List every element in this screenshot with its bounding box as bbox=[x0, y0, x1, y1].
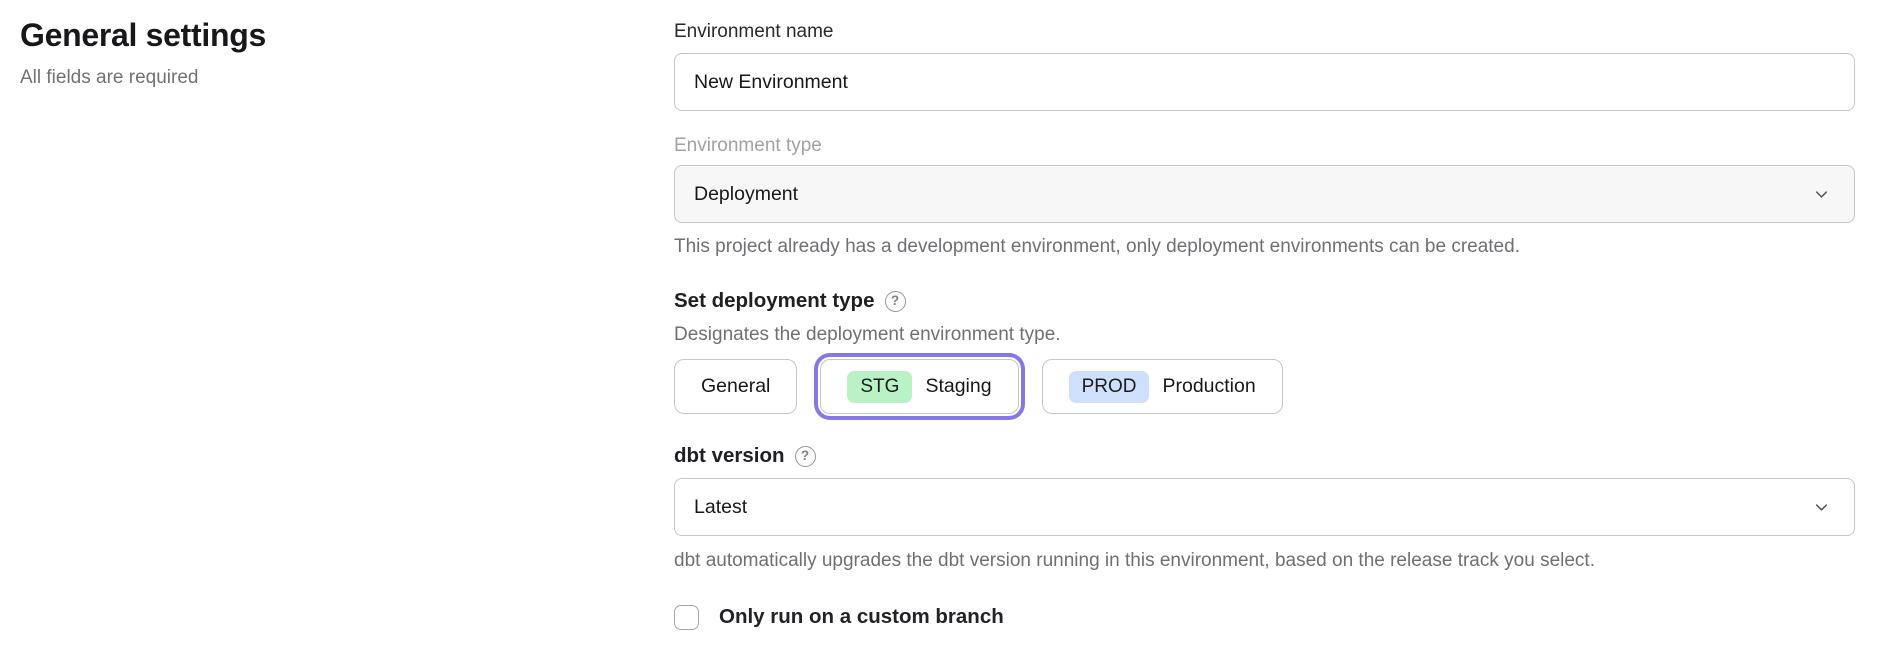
deployment-type-production-button[interactable]: PROD Production bbox=[1041, 359, 1283, 414]
environment-type-select[interactable]: Deployment bbox=[674, 165, 1855, 223]
dbt-version-heading: dbt version ? bbox=[674, 443, 1855, 469]
deployment-type-options: General STG Staging PROD Production bbox=[674, 359, 1855, 414]
deployment-type-production-label: Production bbox=[1162, 375, 1256, 397]
environment-name-label: Environment name bbox=[674, 21, 834, 42]
custom-branch-label: Only run on a custom branch bbox=[719, 605, 1004, 628]
dbt-version-helper: dbt automatically upgrades the dbt versi… bbox=[674, 550, 1595, 571]
chevron-down-icon bbox=[1812, 498, 1831, 517]
page-subtitle: All fields are required bbox=[20, 67, 199, 88]
page-title: General settings bbox=[20, 17, 266, 53]
dbt-version-select[interactable]: Latest bbox=[674, 478, 1855, 536]
staging-badge: STG bbox=[847, 370, 913, 403]
general-settings-form: Environment name Environment type Deploy… bbox=[674, 20, 1855, 630]
environment-name-input[interactable] bbox=[674, 53, 1855, 111]
deployment-type-description: Designates the deployment environment ty… bbox=[674, 324, 1061, 345]
deployment-type-staging-button[interactable]: STG Staging bbox=[820, 359, 1019, 414]
environment-type-label: Environment type bbox=[674, 135, 822, 156]
help-icon[interactable]: ? bbox=[884, 290, 906, 312]
dbt-version-value: Latest bbox=[694, 495, 748, 518]
environment-type-helper: This project already has a development e… bbox=[674, 236, 1520, 257]
custom-branch-checkbox[interactable] bbox=[674, 604, 699, 630]
environment-type-value: Deployment bbox=[694, 182, 799, 205]
deployment-type-staging-label: Staging bbox=[925, 375, 992, 397]
deployment-type-general-label: General bbox=[701, 375, 771, 397]
help-icon[interactable]: ? bbox=[794, 445, 816, 467]
settings-header: General settings All fields are required bbox=[20, 16, 520, 90]
dbt-version-heading-text: dbt version bbox=[674, 444, 785, 467]
custom-branch-row[interactable]: Only run on a custom branch bbox=[674, 604, 1855, 630]
deployment-type-general-button[interactable]: General bbox=[674, 359, 798, 414]
production-badge: PROD bbox=[1068, 370, 1150, 403]
deployment-type-heading-text: Set deployment type bbox=[674, 289, 875, 312]
chevron-down-icon bbox=[1812, 185, 1831, 204]
deployment-type-heading: Set deployment type ? bbox=[674, 288, 1855, 314]
